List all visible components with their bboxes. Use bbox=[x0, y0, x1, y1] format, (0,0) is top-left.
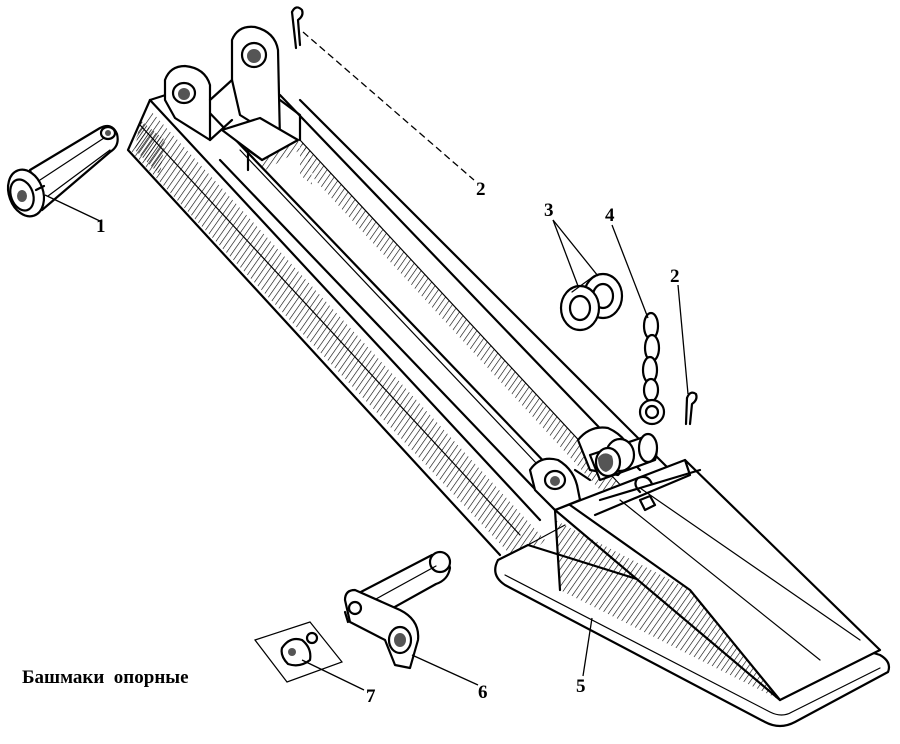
callout-4: 4 bbox=[605, 205, 615, 226]
callout-5: 5 bbox=[576, 676, 586, 697]
support-beam-part-5 bbox=[126, 25, 891, 728]
callout-2-right: 2 bbox=[670, 266, 680, 287]
washers-part-3 bbox=[559, 272, 624, 332]
callout-7: 7 bbox=[366, 686, 376, 707]
callout-2-top: 2 bbox=[476, 179, 486, 200]
callout-6: 6 bbox=[478, 682, 488, 703]
cotter-pin-part-2-top bbox=[290, 6, 304, 50]
leader-lines bbox=[44, 31, 689, 691]
pin-part-1 bbox=[6, 124, 119, 218]
callout-3: 3 bbox=[544, 200, 554, 221]
callout-1: 1 bbox=[96, 216, 106, 237]
bracket-pin-part-6 bbox=[343, 550, 452, 670]
cotter-pin-part-2-right bbox=[684, 391, 698, 426]
chain-part-4 bbox=[638, 311, 666, 426]
nut-part-7 bbox=[254, 621, 343, 683]
diagram-caption: Башмаки опорные bbox=[22, 667, 189, 688]
